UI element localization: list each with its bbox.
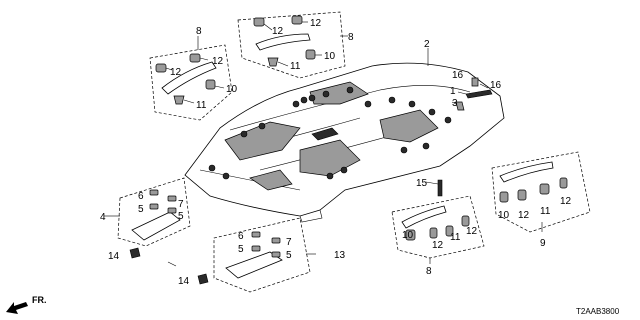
callout-5: 5 <box>238 244 244 255</box>
callout-14: 14 <box>178 276 190 287</box>
callout-10: 10 <box>498 210 510 221</box>
callout-12: 12 <box>466 226 478 237</box>
callout-10: 10 <box>402 230 414 241</box>
callout-5: 5 <box>178 211 184 222</box>
callout-16: 16 <box>452 70 464 81</box>
headliner-clips <box>208 86 452 180</box>
callout-9: 9 <box>540 238 546 249</box>
callout-13: 13 <box>334 250 346 261</box>
sun-visor-right <box>197 217 316 293</box>
callout-11: 11 <box>196 100 207 111</box>
callout-11: 11 <box>450 232 461 243</box>
callout-12: 12 <box>518 210 530 221</box>
callout-4: 4 <box>100 212 106 223</box>
callout-12: 12 <box>560 196 572 207</box>
callout-2: 2 <box>424 39 430 50</box>
callout-12: 12 <box>170 67 182 78</box>
small-parts-cluster <box>167 48 493 267</box>
callout-12: 12 <box>272 26 284 37</box>
callout-7: 7 <box>286 237 292 248</box>
callout-12: 12 <box>432 240 444 251</box>
callout-14: 14 <box>108 251 120 262</box>
callout-10: 10 <box>226 84 238 95</box>
callout-15: 15 <box>416 178 428 189</box>
callout-5: 5 <box>286 250 292 261</box>
front-direction-label: FR. <box>32 295 47 305</box>
callout-numbers: 8 12 12 10 11 8 12 12 10 11 2 16 16 1 3 … <box>100 18 572 287</box>
callout-16: 16 <box>490 80 502 91</box>
callout-8: 8 <box>426 266 432 277</box>
grab-handle-set-bottom <box>391 195 485 264</box>
headliner-panel <box>184 62 505 223</box>
callout-11: 11 <box>290 61 301 72</box>
callout-8: 8 <box>348 32 354 43</box>
diagram-code: T2AAB3800 <box>576 307 620 316</box>
callout-12: 12 <box>310 18 322 29</box>
sun-visor-left <box>104 177 191 259</box>
callout-6: 6 <box>238 231 244 242</box>
grab-handle-set-top-left <box>149 36 233 121</box>
callout-10: 10 <box>324 51 336 62</box>
grab-handle-set-right <box>491 151 591 233</box>
callout-5: 5 <box>138 204 144 215</box>
callout-12: 12 <box>212 56 224 67</box>
callout-11: 11 <box>540 206 551 217</box>
front-direction-arrow: FR. <box>6 295 47 314</box>
callout-3: 3 <box>452 98 458 109</box>
callout-1: 1 <box>450 86 456 97</box>
callout-6: 6 <box>138 191 144 202</box>
callout-8: 8 <box>196 26 202 37</box>
callout-7: 7 <box>178 199 184 210</box>
grab-handle-set-top-center <box>237 11 348 79</box>
